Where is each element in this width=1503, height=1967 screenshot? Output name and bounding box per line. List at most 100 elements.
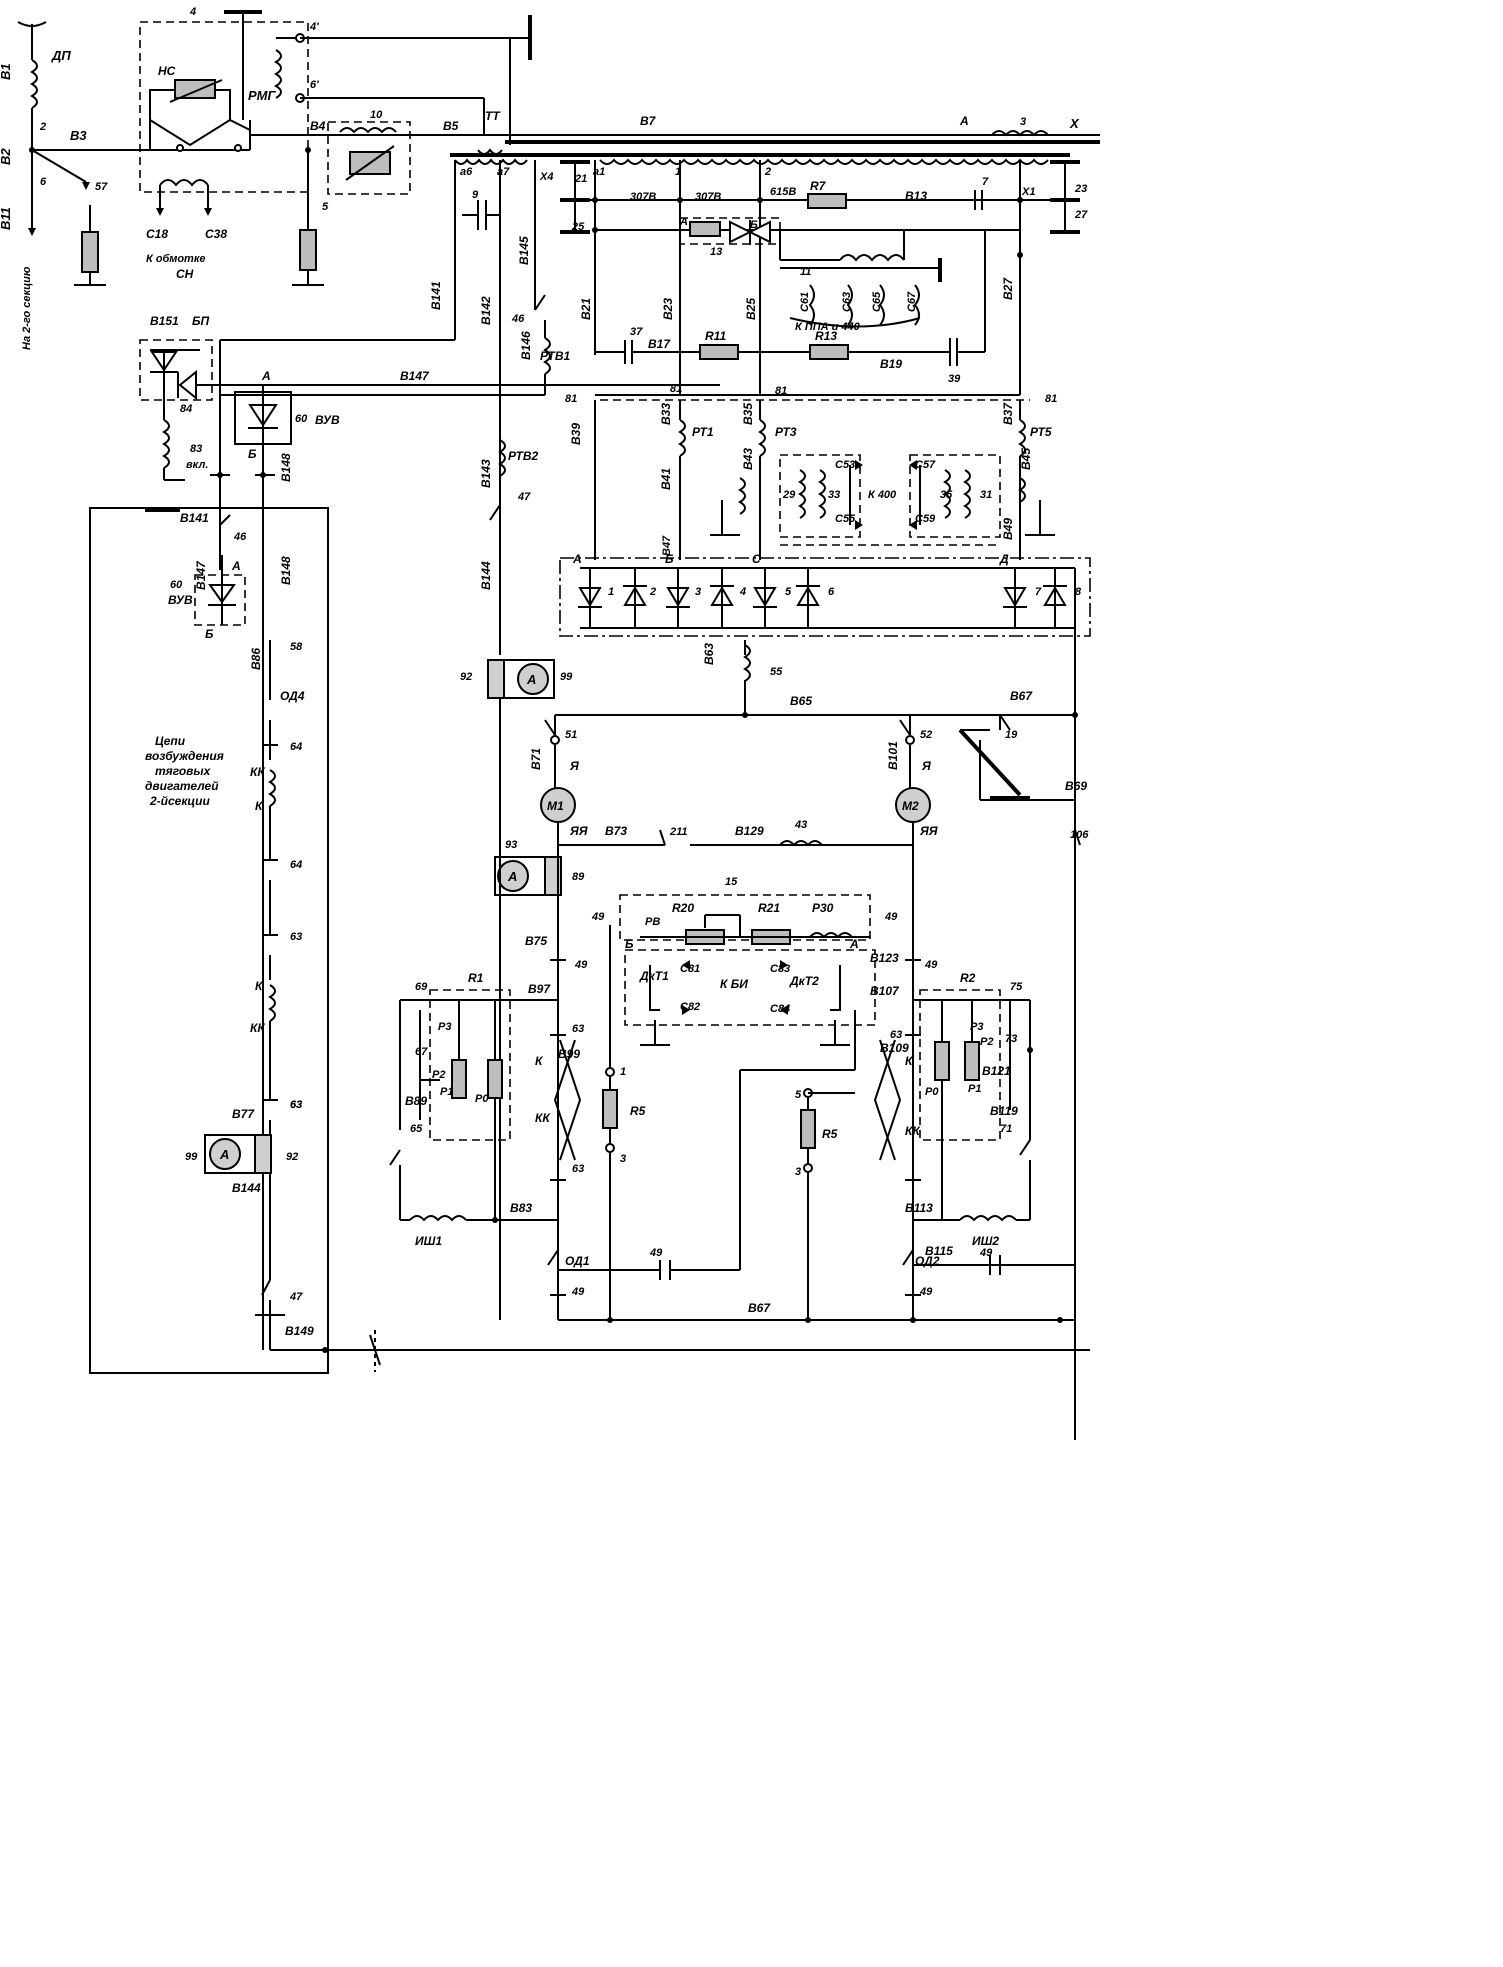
label-m1: М1	[547, 799, 564, 813]
label-v47: В47	[661, 535, 673, 556]
label-c59: С59	[915, 513, 936, 525]
label-k1: К	[255, 799, 264, 813]
label-v35: В35	[741, 403, 755, 425]
label-n33: 33	[828, 489, 840, 501]
label-v2: В2	[0, 148, 13, 165]
label-v89: В89	[405, 1094, 427, 1108]
label-n84: 84	[180, 403, 192, 415]
label-n25: 25	[571, 221, 585, 233]
label-od2: ОД2	[915, 1254, 940, 1268]
label-ya1: Я	[569, 759, 579, 773]
label-v99: В99	[558, 1047, 580, 1061]
label-n64a: 64	[290, 741, 302, 753]
label-p2a: Р2	[432, 1069, 445, 1081]
label-n81c: 81	[775, 385, 787, 397]
label-r2: R2	[960, 971, 976, 985]
label-n89: 89	[572, 871, 585, 883]
label-d_c: С	[752, 552, 761, 566]
label-v123: В123	[870, 951, 899, 965]
label-n4: 4	[189, 6, 196, 18]
label-n63e: 63	[290, 1099, 302, 1111]
label-n65: 65	[410, 1123, 423, 1135]
label-v27: В27	[1001, 277, 1015, 300]
rtv2-branch	[489, 439, 506, 655]
block-10	[327, 121, 411, 195]
label-d_b: Б	[665, 552, 674, 566]
label-n83: 83	[190, 443, 202, 455]
label-n93: 93	[505, 839, 517, 851]
label-d_d: Д	[999, 552, 1009, 566]
label-n3b: 3	[620, 1153, 626, 1165]
label-c84: С84	[770, 1003, 790, 1015]
label-n51: 51	[565, 729, 577, 741]
label-n2: 2	[39, 121, 46, 133]
left-input-branch	[17, 21, 250, 286]
label-n1b: 1	[620, 1066, 626, 1078]
label-n31: 31	[980, 489, 992, 501]
label-p0a: Р0	[475, 1093, 489, 1105]
label-dp: ДП	[51, 48, 71, 63]
label-n13: 13	[710, 246, 722, 258]
label-v71: В71	[529, 748, 543, 770]
label-v101: В101	[886, 741, 900, 770]
label-v69: В69	[1065, 779, 1087, 793]
label-c57: С57	[915, 459, 936, 471]
label-ya2: Я	[921, 759, 931, 773]
label-k4: К	[905, 1054, 914, 1068]
label-n52: 52	[920, 729, 932, 741]
label-a_vuv: А	[261, 369, 271, 383]
label-n49b: 49	[884, 911, 898, 923]
label-n106: 106	[1070, 829, 1089, 841]
label-n55: 55	[770, 666, 783, 678]
label-rt1: РТ1	[692, 425, 714, 439]
label-n5: 5	[322, 201, 329, 213]
label-n3c: 3	[795, 1166, 801, 1178]
label-rtv2: РТВ2	[508, 449, 539, 463]
label-v97: В97	[528, 982, 551, 996]
label-rt3: РТ3	[775, 425, 797, 439]
label-v141b: В141	[180, 511, 209, 525]
label-c83: С83	[770, 963, 790, 975]
label-c82: С82	[680, 1001, 700, 1013]
label-d3: 3	[695, 586, 701, 598]
label-n23: 23	[1074, 183, 1087, 195]
label-kbi: К БИ	[720, 977, 748, 991]
label-p1b: Р1	[968, 1083, 981, 1095]
main-bus	[249, 120, 1100, 155]
label-d1: 1	[608, 586, 614, 598]
label-n63f: 63	[572, 1163, 584, 1175]
label-v113: В113	[905, 1201, 933, 1215]
label-n49d: 49	[924, 959, 938, 971]
label-n58: 58	[290, 641, 303, 653]
label-n49c: 49	[574, 959, 588, 971]
label-p1a: Р1	[440, 1086, 453, 1098]
rectifier-block	[559, 557, 1091, 637]
label-n64b: 64	[290, 859, 302, 871]
label-n63c: 63	[572, 1023, 584, 1035]
label-r5a: R5	[630, 1104, 646, 1118]
capacitor-9	[462, 200, 500, 230]
label-v146: В146	[519, 331, 533, 360]
label-d2: 2	[649, 586, 656, 598]
label-ish1: ИШ1	[415, 1234, 442, 1248]
label-c55: С55	[835, 513, 856, 525]
label-a7: а7	[497, 166, 510, 178]
label-v65: В65	[790, 694, 812, 708]
label-r5b: R5	[822, 1127, 838, 1141]
label-c65: С65	[871, 291, 883, 312]
label-v11: В11	[0, 207, 13, 230]
label-a_13: А	[679, 216, 688, 228]
label-b_vuv: Б	[248, 447, 257, 461]
label-d4: 4	[739, 586, 746, 598]
label-n81a: 81	[565, 393, 577, 405]
label-x_top: Х	[1069, 116, 1080, 131]
label-v129: В129	[735, 824, 764, 838]
label-n67: 67	[415, 1046, 428, 1058]
label-ish2: ИШ2	[972, 1234, 999, 1248]
label-rtv1: РТВ1	[540, 349, 571, 363]
label-r30: Р30	[812, 901, 834, 915]
label-r20: R20	[672, 901, 694, 915]
label-n49a: 49	[591, 911, 605, 923]
label-v121: В121	[982, 1064, 1011, 1078]
